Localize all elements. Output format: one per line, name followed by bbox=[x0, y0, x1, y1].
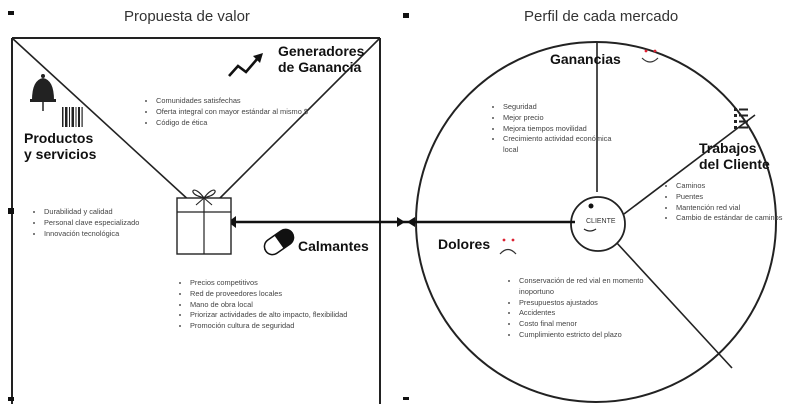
pain-relievers-list: Precios competitivos Red de proveedores … bbox=[176, 278, 390, 332]
pill-icon bbox=[263, 228, 295, 256]
customer-profile-title: Perfil de cada mercado bbox=[524, 8, 679, 25]
smiley-happy-icon bbox=[641, 49, 659, 63]
corner-marker bbox=[8, 11, 14, 15]
corner-marker bbox=[8, 397, 14, 401]
corner-marker bbox=[403, 13, 409, 18]
gains-heading: Ganancias bbox=[550, 51, 621, 67]
corner-marker bbox=[8, 208, 14, 214]
list-item: Innovación tecnológica bbox=[44, 229, 189, 240]
products-services-heading: Productos y servicios bbox=[24, 130, 97, 162]
list-item: Mano de obra local bbox=[190, 300, 390, 311]
list-item: Mantención red vial bbox=[676, 203, 788, 214]
list-item: Conservación de red vial en momento inop… bbox=[519, 276, 654, 298]
pains-list: Conservación de red vial en momento inop… bbox=[505, 276, 654, 341]
list-item: Accidentes bbox=[519, 308, 654, 319]
pains-heading: Dolores bbox=[438, 236, 491, 252]
list-item: Mejor precio bbox=[503, 113, 621, 124]
list-item: Código de ética bbox=[156, 118, 386, 129]
list-item: Red de proveedores locales bbox=[190, 289, 390, 300]
list-item: Crecimiento actividad económica local bbox=[503, 134, 621, 156]
list-item: Caminos bbox=[676, 181, 788, 192]
gains-list: Seguridad Mejor precio Mejora tiempos mo… bbox=[489, 102, 621, 156]
list-item: Personal clave especializado bbox=[44, 218, 189, 229]
list-item: Promoción cultura de seguridad bbox=[190, 321, 390, 332]
gift-box-icon bbox=[176, 189, 232, 255]
trend-up-arrow-icon bbox=[228, 53, 263, 77]
list-item: Durabilidad y calidad bbox=[44, 207, 189, 218]
customer-jobs-heading: Trabajos del Cliente bbox=[699, 140, 770, 172]
checklist-icon bbox=[734, 108, 748, 129]
pain-relievers-heading: Calmantes bbox=[298, 238, 369, 254]
fit-connector-arrow bbox=[228, 216, 575, 228]
bell-barcode-icon bbox=[30, 74, 83, 127]
list-item: Puentes bbox=[676, 192, 788, 203]
list-item: Oferta integral con mayor estándar al mi… bbox=[156, 107, 386, 118]
list-item: Costo final menor bbox=[519, 319, 654, 330]
list-item: Mejora tiempos movilidad bbox=[503, 124, 621, 135]
customer-jobs-list: Caminos Puentes Mantención red vial Camb… bbox=[662, 181, 788, 224]
list-item: Precios competitivos bbox=[190, 278, 390, 289]
list-item: Seguridad bbox=[503, 102, 621, 113]
gain-creators-heading: Generadores de Ganancia bbox=[278, 43, 365, 75]
list-item: Presupuestos ajustados bbox=[519, 298, 654, 309]
corner-marker bbox=[403, 397, 409, 400]
list-item: Comunidades satisfechas bbox=[156, 96, 386, 107]
client-label: CLIENTE bbox=[586, 218, 616, 225]
products-services-list: Durabilidad y calidad Personal clave esp… bbox=[30, 207, 189, 239]
customer-profile-circle bbox=[415, 41, 777, 403]
list-item: Priorizar actividades de alto impacto, f… bbox=[190, 310, 390, 321]
gain-creators-list: Comunidades satisfechas Oferta integral … bbox=[142, 96, 386, 128]
value-proposition-title: Propuesta de valor bbox=[124, 8, 250, 25]
list-item: Cumplimiento estricto del plazo bbox=[519, 330, 654, 341]
list-item: Cambio de estándar de caminos bbox=[676, 213, 788, 224]
smiley-sad-icon bbox=[499, 238, 517, 255]
